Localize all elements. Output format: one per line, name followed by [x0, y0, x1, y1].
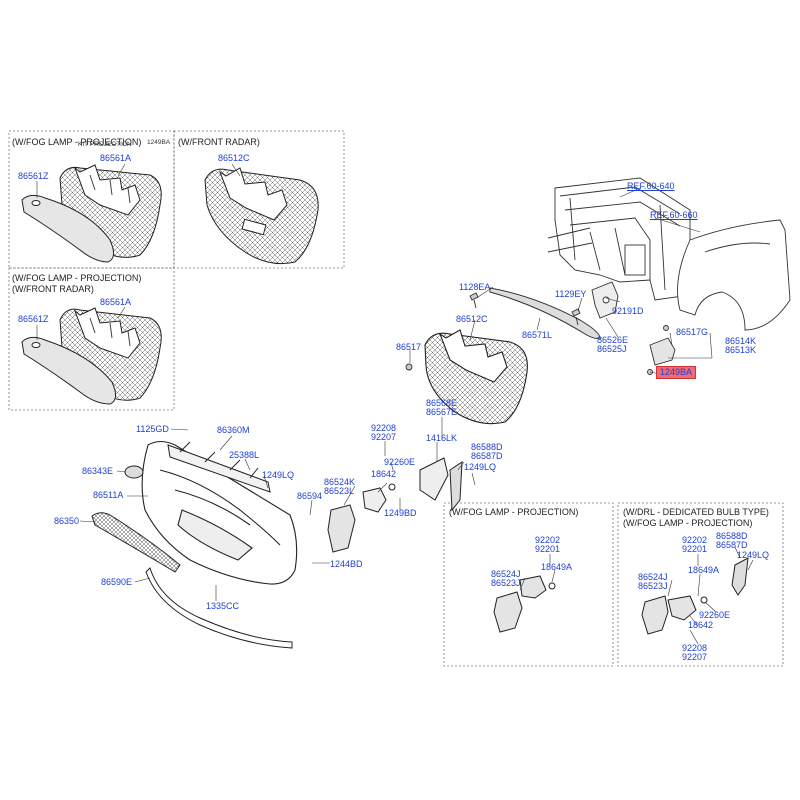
overlap-kit-projection: KIT PROJECTION	[78, 141, 132, 148]
part-label-86513K[interactable]: 86513K	[725, 345, 757, 355]
box1-part-label-92202[interactable]: 92202	[535, 535, 561, 545]
bumper-cover	[141, 440, 298, 585]
part-label-92260E[interactable]: 92260E	[384, 457, 416, 467]
box1-part-label-86523J[interactable]: 86523J	[491, 578, 521, 588]
ref-60-660-link[interactable]: REF.60-660	[650, 210, 698, 220]
part-label-86561A[interactable]: 86561A	[100, 153, 132, 163]
box2-part-label-18649A[interactable]: 18649A	[688, 565, 720, 575]
box2-part-label-92202[interactable]: 92202	[682, 535, 708, 545]
part-label-86571L[interactable]: 86571L	[522, 330, 553, 340]
box1-part-label-86524J[interactable]: 86524J	[491, 569, 521, 579]
part-label-1416LK[interactable]: 1416LK	[426, 433, 458, 443]
part-label-18642[interactable]: 18642	[371, 469, 397, 479]
box2-part-label-92207[interactable]: 92207	[682, 652, 708, 662]
box1-fog-bezel	[493, 575, 556, 633]
bumper-support	[167, 441, 271, 493]
part-label-86568E[interactable]: 86568E	[426, 398, 458, 408]
part-label-1244BD[interactable]: 1244BD	[330, 559, 363, 569]
part-label-86514K[interactable]: 86514K	[725, 336, 757, 346]
caption-front-radar: (W/FRONT RADAR)	[178, 137, 260, 147]
box2-part-label-92201[interactable]: 92201	[682, 544, 708, 554]
part-label-86350[interactable]: 86350	[54, 516, 80, 526]
box2-part-label-92260E[interactable]: 92260E	[699, 610, 731, 620]
part-label-25388L[interactable]: 25388L	[229, 450, 260, 460]
bracket-92191D	[591, 281, 619, 319]
part-label-86525J[interactable]: 86525J	[597, 344, 627, 354]
part-label-92191D[interactable]: 92191D	[612, 306, 644, 316]
emblem-86343E	[124, 465, 144, 479]
grille-main	[424, 329, 528, 425]
part-label-1125GD[interactable]: 1125GD	[136, 424, 169, 434]
part-label-1249LQ-b[interactable]: 1249LQ	[464, 462, 497, 472]
part-label-86517[interactable]: 86517	[396, 342, 422, 352]
fog-lamp-unit	[362, 483, 396, 513]
part-label-86587D[interactable]: 86587D	[471, 451, 503, 461]
part-label-86594[interactable]: 86594	[297, 491, 323, 501]
box1-part-label-18649A[interactable]: 18649A	[541, 562, 573, 572]
part-label-86590E[interactable]: 86590E	[101, 577, 133, 587]
part-label-1128EA[interactable]: 1128EA	[459, 282, 491, 292]
box2-part-label-86587D[interactable]: 86587D	[716, 540, 748, 550]
ref-60-640-link[interactable]: REF.60-640	[627, 181, 675, 191]
caption-fog-projection-c: (W/FOG LAMP - PROJECTION)	[449, 507, 579, 517]
part-label-1129EY[interactable]: 1129EY	[555, 289, 587, 299]
bolts	[405, 292, 669, 375]
part-label-1249BD[interactable]: 1249BD	[384, 508, 417, 518]
leader-lines	[36, 163, 754, 645]
part-label-86524K[interactable]: 86524K	[324, 477, 356, 487]
caption-fog-projection: (W/FOG LAMP - PROJECTION)	[12, 137, 142, 147]
part-label-86343E[interactable]: 86343E	[82, 466, 114, 476]
box2-part-label-18642[interactable]: 18642	[688, 620, 714, 630]
overlap-1249ba: 1249BA	[147, 139, 171, 146]
part-label-86561Z[interactable]: 86561Z	[18, 171, 49, 181]
part-label-1249BA-highlighted[interactable]: 1249BA	[656, 366, 697, 379]
box2-part-label-92208[interactable]: 92208	[682, 643, 708, 653]
box2-part-label-86588D[interactable]: 86588D	[716, 531, 748, 541]
reinforcement-strip	[489, 287, 601, 339]
box2-part-label-86524J[interactable]: 86524J	[638, 572, 668, 582]
lower-lip	[145, 567, 293, 649]
fender	[677, 219, 791, 331]
carrier-assembly	[547, 177, 691, 301]
part-label-86588D[interactable]: 86588D	[471, 442, 503, 452]
part-label-86523L[interactable]: 86523L	[324, 486, 355, 496]
garnish-upper-left	[21, 194, 114, 263]
drl-cover	[419, 457, 463, 512]
part-label-86511A[interactable]: 86511A	[93, 490, 124, 500]
box2-part-label-86523J[interactable]: 86523J	[638, 581, 668, 591]
garnish-lower-left-box	[21, 336, 116, 405]
part-label-86517G[interactable]: 86517G	[676, 327, 709, 337]
part-label-86526E[interactable]: 86526E	[597, 335, 629, 345]
part-label-86561Z-b[interactable]: 86561Z	[18, 314, 49, 324]
part-label-86512C-main[interactable]: 86512C	[456, 314, 488, 324]
part-label-86360M[interactable]: 86360M	[217, 425, 250, 435]
caption-fog-projection-b: (W/FOG LAMP - PROJECTION)	[12, 273, 142, 283]
box1-part-label-92201[interactable]: 92201	[535, 544, 561, 554]
part-label-1335CC[interactable]: 1335CC	[206, 601, 240, 611]
fog-lamp-bezel-left	[327, 504, 356, 553]
part-label-86561A-b[interactable]: 86561A	[100, 297, 132, 307]
lower-grille	[91, 512, 181, 573]
caption-front-radar-b: (W/FRONT RADAR)	[12, 284, 94, 294]
grille-front-radar	[204, 167, 319, 265]
part-label-92207[interactable]: 92207	[371, 432, 397, 442]
part-label-86512C[interactable]: 86512C	[218, 153, 250, 163]
box2-fog-bezel	[641, 557, 749, 635]
part-label-1249LQ[interactable]: 1249LQ	[262, 470, 295, 480]
part-label-92208[interactable]: 92208	[371, 423, 397, 433]
option-box-upper-left	[8, 130, 784, 667]
part-label-86567E[interactable]: 86567E	[426, 407, 458, 417]
caption-fog-projection-d: (W/FOG LAMP - PROJECTION)	[623, 518, 753, 528]
box2-part-label-1249LQ[interactable]: 1249LQ	[737, 550, 770, 560]
caption-drl-dedicated: (W/DRL - DEDICATED BULB TYPE)	[623, 507, 769, 517]
